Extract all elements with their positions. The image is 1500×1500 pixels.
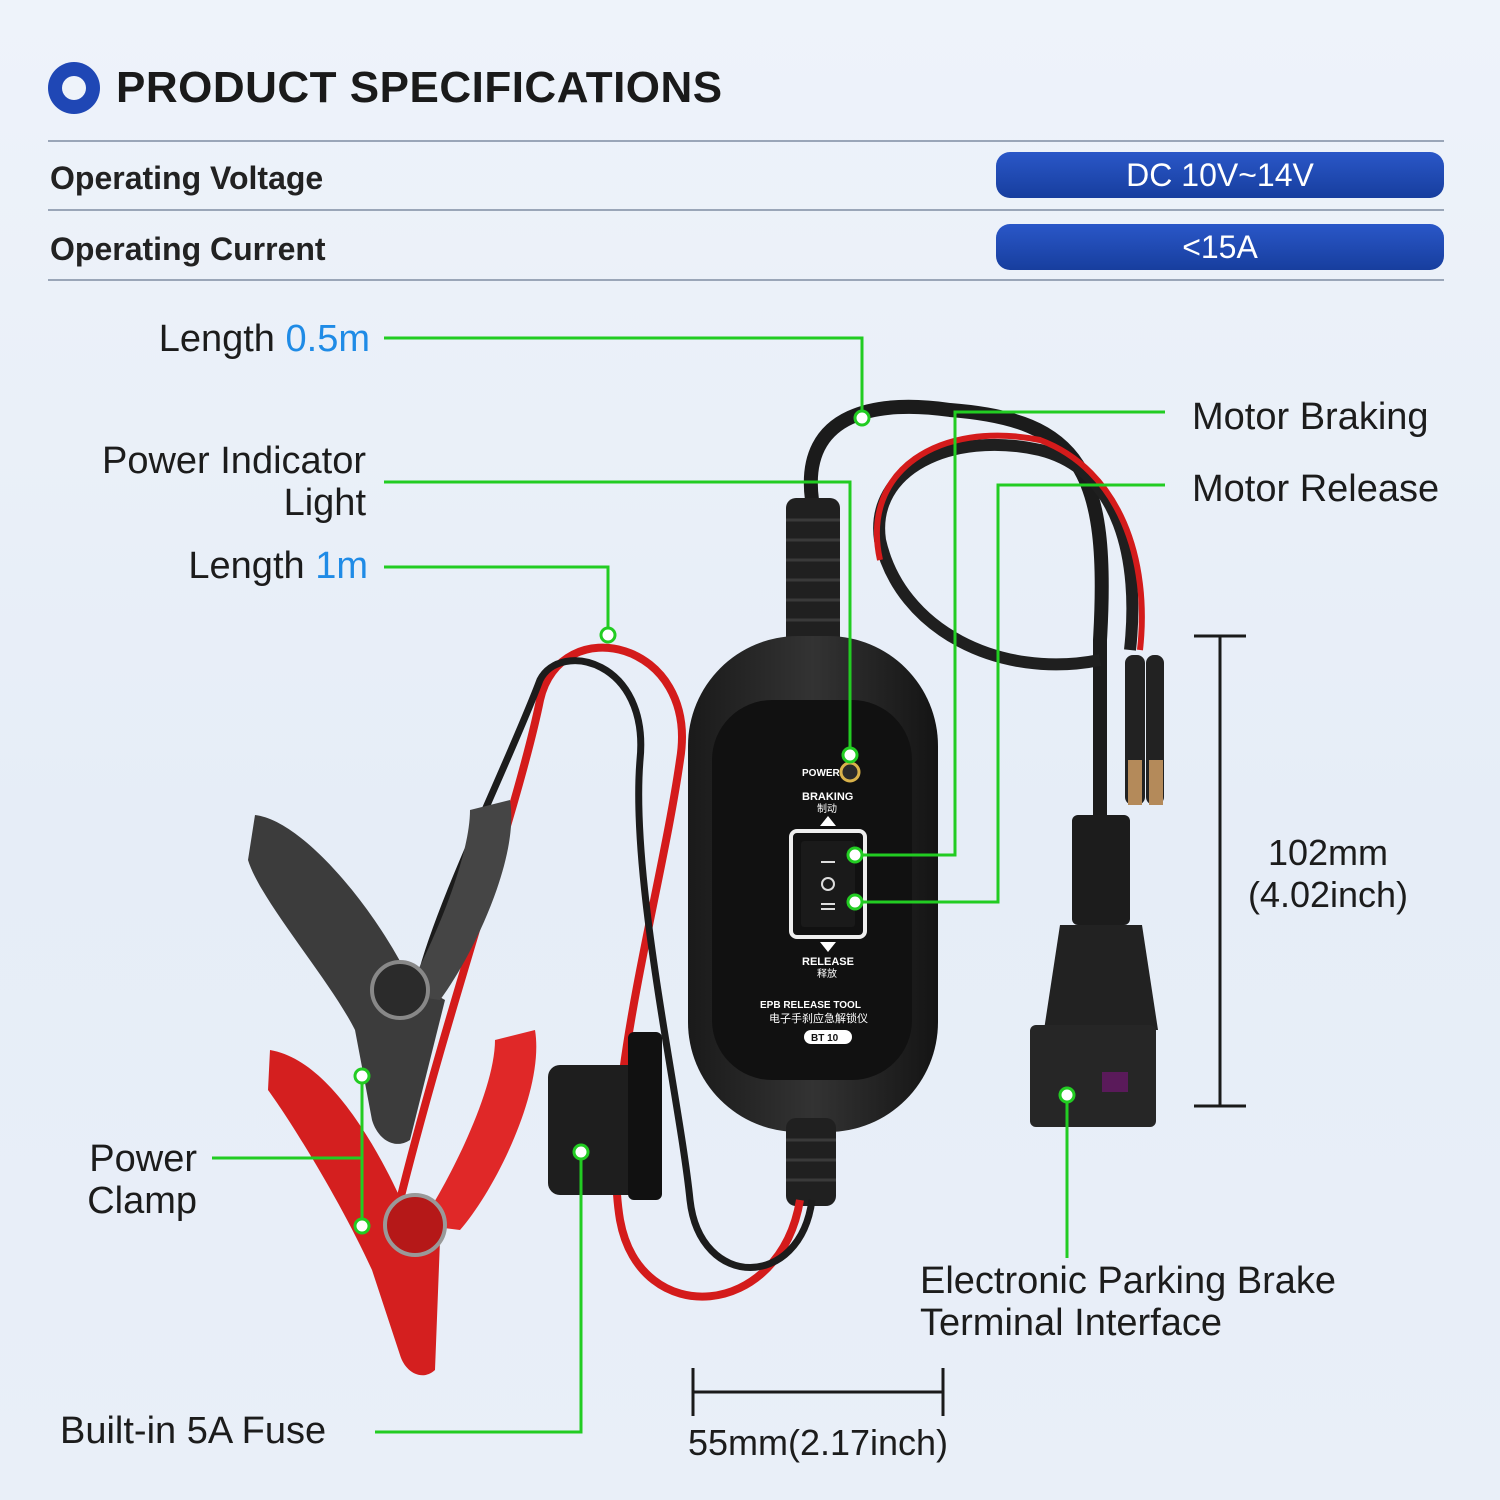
callout-power-clamp: Power Clamp	[40, 1138, 197, 1222]
callout-motor-release: Motor Release	[1192, 468, 1440, 510]
table-divider	[48, 209, 1444, 211]
connector-slot	[1102, 1072, 1128, 1092]
leader-motor-release	[855, 483, 1165, 904]
rocker-switch	[801, 841, 855, 927]
power-label: POWER	[802, 768, 841, 779]
rocker-switch-frame	[789, 829, 867, 939]
red-clamp-handle	[420, 1030, 537, 1230]
leader-lines	[212, 336, 1165, 1434]
dimension-lines	[691, 634, 1246, 1416]
callout-length-cable-text: Length	[158, 318, 286, 360]
power-led	[839, 761, 861, 783]
black-clamp-handle	[405, 800, 512, 1000]
braking-label: BRAKING	[802, 791, 853, 803]
arrow-up-icon	[820, 816, 836, 826]
callout-length-cable: Length 0.5m	[60, 318, 370, 360]
spec-value-current: <15A	[996, 224, 1444, 270]
red-clamp-pivot	[383, 1193, 447, 1257]
callout-power-clamp-line1: Power	[89, 1138, 197, 1180]
model-badge	[804, 1030, 852, 1044]
height-dimension-line2: (4.02inch)	[1247, 874, 1409, 915]
callout-length-clamp-value: 1m	[315, 545, 368, 587]
page-title: PRODUCT SPECIFICATIONS	[116, 63, 723, 112]
product-cn-label: 电子手刹应急解锁仪	[769, 1011, 868, 1025]
fuse-cap	[628, 1032, 662, 1200]
height-dimension-label: 102mm (4.02inch)	[1236, 832, 1420, 916]
callout-epb-interface: Electronic Parking Brake Terminal Interf…	[920, 1260, 1336, 1344]
callout-length-clamp: Length 1m	[60, 545, 368, 587]
connector-strain	[1072, 815, 1130, 925]
red-clamp-jaw	[268, 1050, 440, 1376]
pin-tip	[1149, 760, 1163, 805]
connector-body	[1044, 925, 1158, 1030]
callout-power-indicator-line2: Light	[283, 482, 366, 524]
spec-label-voltage: Operating Voltage	[50, 160, 324, 196]
arrow-down-icon	[820, 942, 836, 952]
release-cn-label: 释放	[817, 967, 837, 980]
red-cable-loop	[873, 432, 1145, 651]
strain-relief-bottom	[786, 1118, 836, 1206]
callout-power-indicator: Power Indicator Light	[40, 440, 366, 524]
black-clamp-pivot	[370, 960, 430, 1020]
callout-length-cable-value: 0.5m	[285, 318, 370, 360]
leader-length-clamp	[384, 565, 610, 635]
section-header: PRODUCT SPECIFICATIONS	[48, 62, 723, 114]
fuse-holder	[548, 1065, 652, 1195]
table-divider	[48, 279, 1444, 281]
release-label: RELEASE	[802, 956, 854, 968]
callout-motor-braking: Motor Braking	[1192, 396, 1429, 438]
spec-label-current: Operating Current	[50, 231, 326, 267]
leader-dots	[353, 409, 1076, 1235]
callout-epb-line1: Electronic Parking Brake	[920, 1260, 1337, 1302]
height-dimension-line1: 102mm	[1267, 832, 1389, 873]
callout-length-clamp-text: Length	[188, 545, 316, 587]
model-label: BT 10	[811, 1033, 839, 1044]
callout-power-indicator-line1: Power Indicator	[101, 440, 366, 482]
leader-power-indicator	[384, 480, 852, 755]
switch-o-mark	[821, 877, 835, 891]
leader-motor-braking	[855, 410, 1165, 857]
callout-epb-line2: Terminal Interface	[920, 1302, 1223, 1344]
braking-cn-label: 制动	[817, 802, 837, 815]
pin-tip	[1128, 760, 1142, 805]
black-cable-loop	[873, 438, 1139, 671]
product-name-label: EPB RELEASE TOOL	[760, 1000, 861, 1011]
spec-value-voltage: DC 10V~14V	[996, 152, 1444, 198]
connector-plug	[1030, 1025, 1156, 1127]
leader-length-cable	[384, 336, 864, 418]
black-clamp-cable	[416, 657, 816, 1271]
circle-ring-icon	[48, 62, 100, 114]
width-dimension-label: 55mm(2.17inch)	[687, 1422, 949, 1463]
leader-fuse	[375, 1152, 583, 1434]
callout-power-clamp-line2: Clamp	[87, 1180, 197, 1222]
table-divider	[48, 140, 1444, 142]
black-clamp-jaw	[248, 815, 445, 1144]
callout-fuse: Built-in 5A Fuse	[60, 1410, 327, 1452]
strain-relief	[786, 498, 840, 648]
